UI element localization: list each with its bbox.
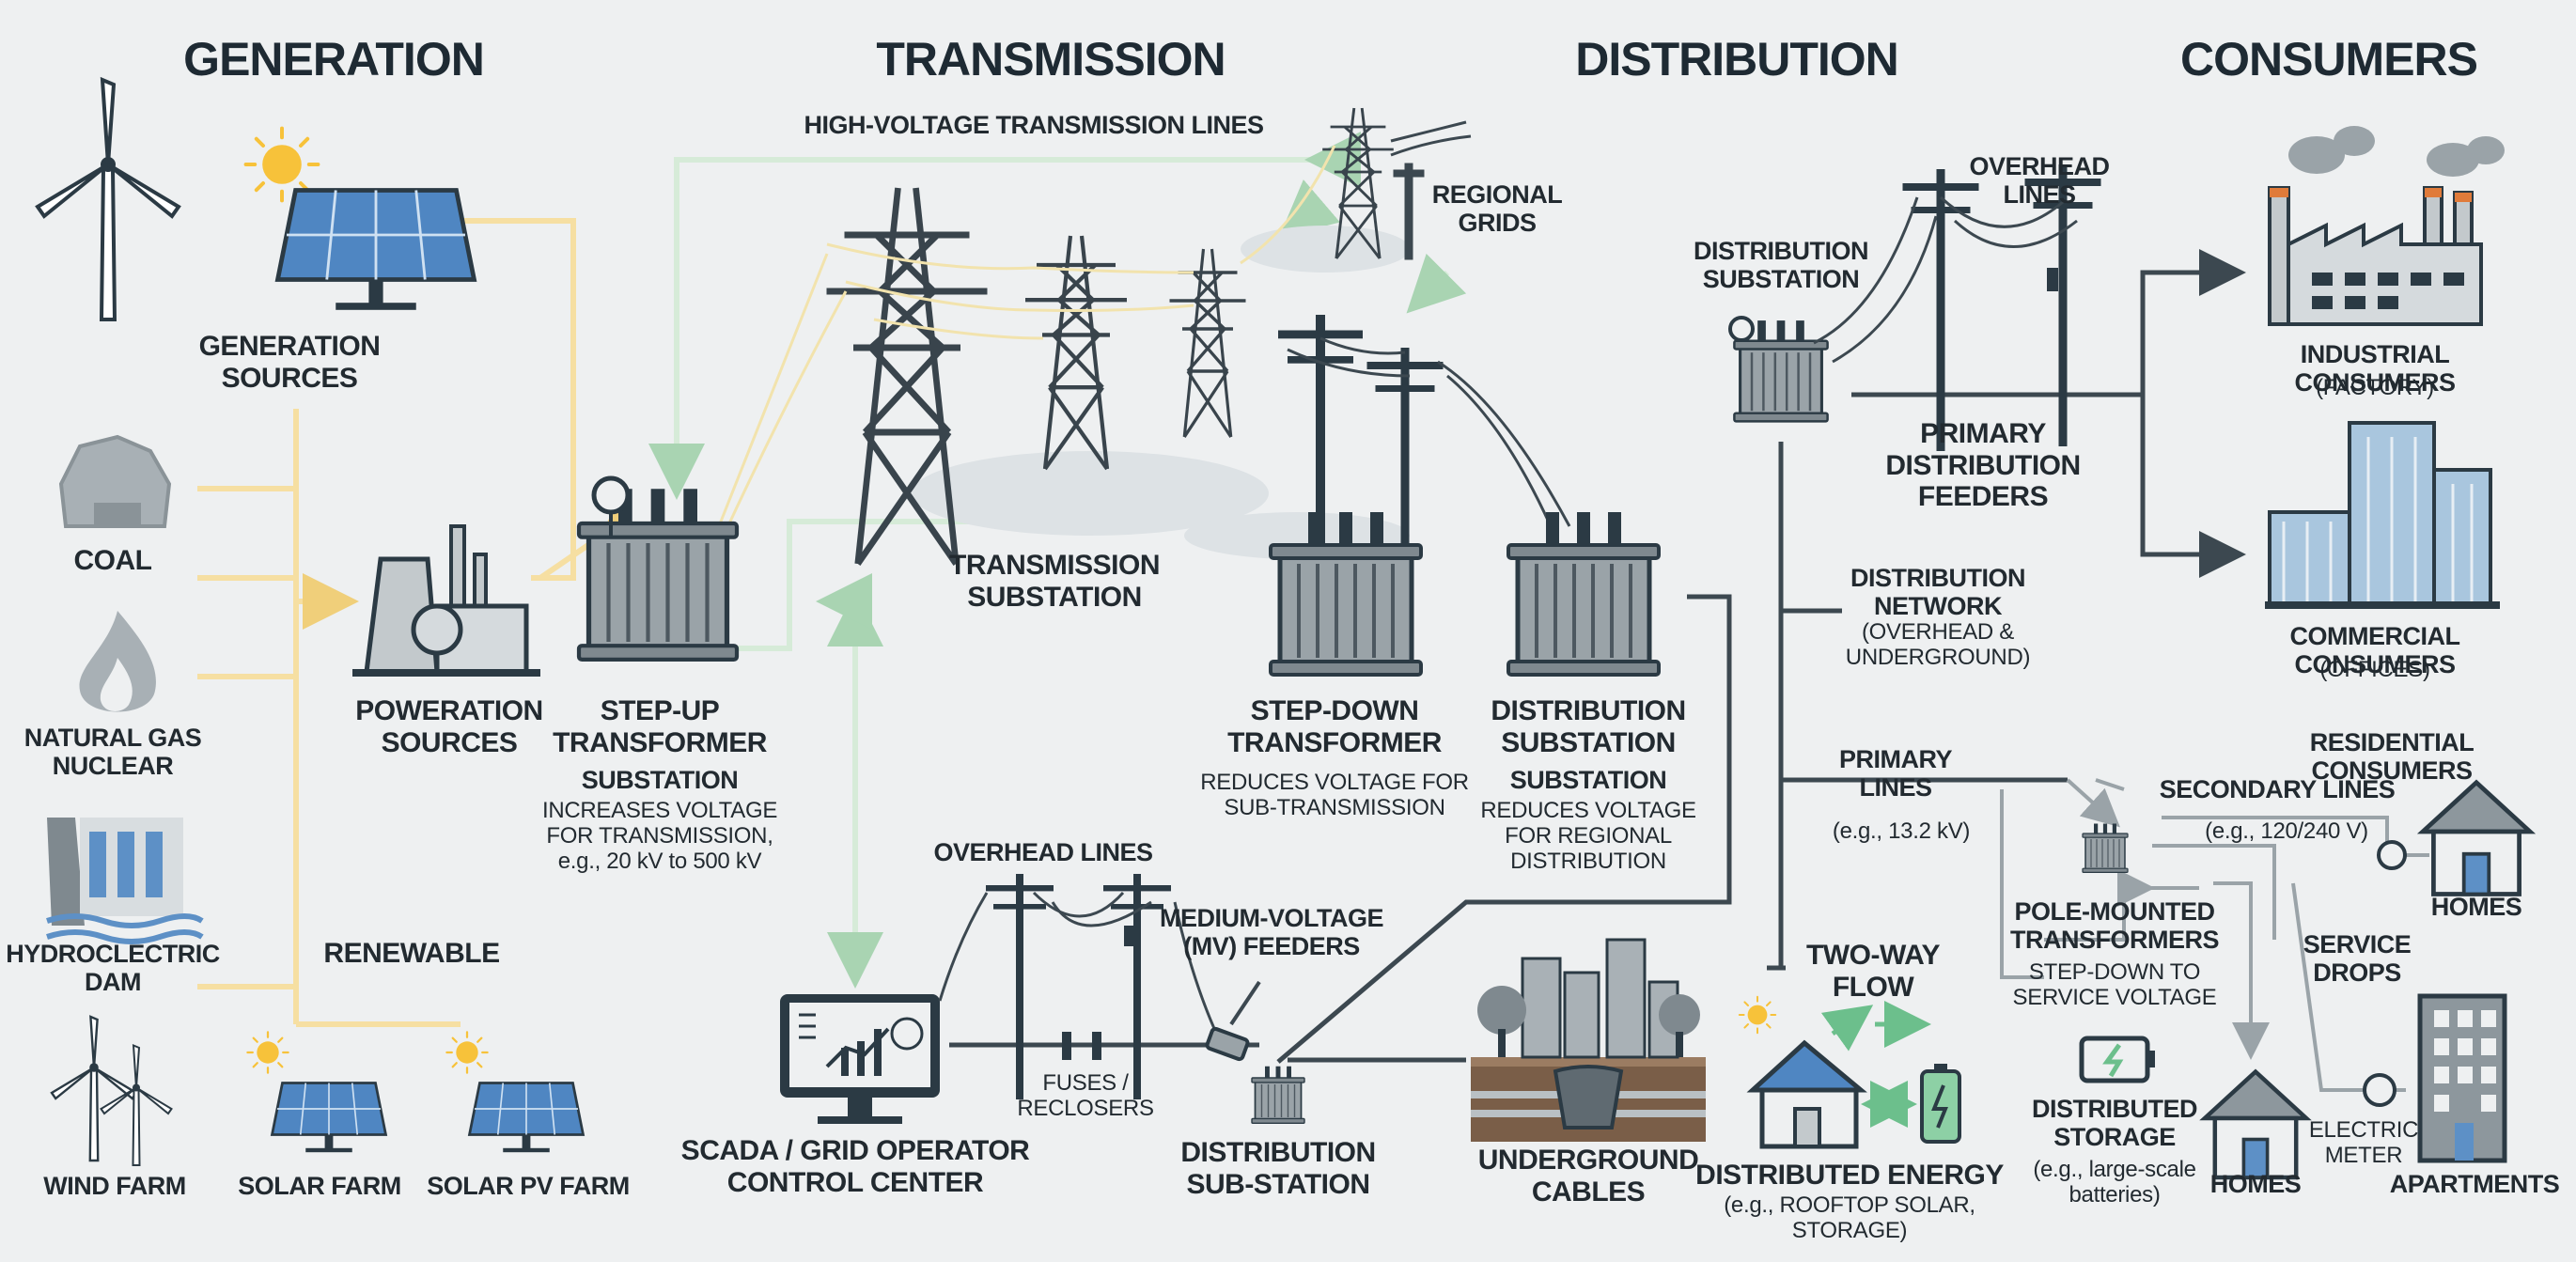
label-solar-pv-farm: SOLAR PV FARM bbox=[427, 1172, 630, 1200]
label-solar-farm: SOLAR FARM bbox=[238, 1172, 401, 1200]
label-step-down-desc: REDUCES VOLTAGE FOR SUB-TRANSMISSION bbox=[1200, 770, 1469, 820]
overhead-wires-top bbox=[1813, 195, 2078, 364]
distribution-main-lines bbox=[949, 249, 2246, 1064]
label-distribution-network-desc: (OVERHEAD & UNDERGROUND) bbox=[1845, 619, 2031, 670]
label-two-way-flow: TWO-WAY FLOW bbox=[1805, 940, 1941, 1003]
regional-lines bbox=[1390, 120, 1472, 260]
battery-icon bbox=[2079, 1036, 2155, 1083]
generation-flow-lines bbox=[197, 218, 644, 1027]
label-step-up-transformer: STEP-UP TRANSFORMER bbox=[553, 695, 767, 758]
label-high-voltage-lines: HIGH-VOLTAGE TRANSMISSION LINES bbox=[804, 111, 1264, 139]
label-coal: COAL bbox=[73, 545, 153, 576]
apartments-icon bbox=[2417, 993, 2507, 1163]
label-distributed-storage-desc: (e.g., large-scale batteries) bbox=[2033, 1157, 2196, 1207]
label-scada: SCADA / GRID OPERATOR CONTROL CENTER bbox=[680, 1135, 1030, 1198]
label-step-up-desc: INCREASES VOLTAGE FOR TRANSMISSION, e.g.… bbox=[541, 798, 778, 874]
label-distribution-substation-desc: REDUCES VOLTAGE FOR REGIONAL DISTRIBUTIO… bbox=[1480, 798, 1696, 874]
two-way-flow-arrows bbox=[1820, 1001, 1931, 1128]
label-distributed-energy: DISTRIBUTED ENERGY bbox=[1695, 1160, 2004, 1191]
label-pole-mounted-desc: STEP-DOWN TO SERVICE VOLTAGE bbox=[2012, 959, 2217, 1010]
label-hydroelectric-dam: HYDROCLECTRIC DAM bbox=[6, 940, 220, 997]
label-distribution-substation: DISTRIBUTION SUBSTATION bbox=[1491, 695, 1686, 758]
office-buildings-icon bbox=[2265, 421, 2500, 609]
factory-icon bbox=[2268, 126, 2505, 326]
label-industrial-consumers: INDUSTRIAL CONSUMERS bbox=[2294, 340, 2456, 397]
label-step-down-transformer: STEP-DOWN TRANSFORMER bbox=[1227, 695, 1442, 758]
label-electric-meter: ELECTRIC METER bbox=[2308, 1117, 2419, 1168]
label-distributed-storage: DISTRIBUTED STORAGE bbox=[2032, 1095, 2198, 1152]
label-fuses-reclosers: FUSES / RECLOSERS bbox=[1017, 1070, 1154, 1121]
scada-monitor bbox=[780, 994, 940, 1124]
overhead-poles-bottom bbox=[986, 874, 1171, 1099]
label-generation-sources: GENERATION SOURCES bbox=[198, 331, 381, 394]
label-residential-consumers: RESIDENTIAL CONSUMERS bbox=[2309, 728, 2475, 786]
label-distribution-substation-sub: SUBSTATION bbox=[1509, 766, 1667, 794]
distribution-substation-top bbox=[1728, 316, 1830, 423]
label-pole-mounted-transformers: POLE-MOUNTED TRANSFORMERS bbox=[2010, 897, 2220, 955]
underground-city-icon bbox=[1471, 938, 1706, 1142]
transmission-wires bbox=[717, 145, 1336, 537]
label-homes-right: HOMES bbox=[2430, 893, 2522, 921]
label-primary-lines: PRIMARY LINES bbox=[1838, 745, 1953, 802]
dam-icon bbox=[46, 818, 204, 944]
electric-meter-icons bbox=[2363, 840, 2407, 1107]
label-commercial-desc: (OFFICES) bbox=[2319, 657, 2430, 682]
overhead-poles-top bbox=[1902, 164, 2101, 451]
label-service-drops: SERVICE DROPS bbox=[2303, 930, 2412, 988]
label-renewable: RENEWABLE bbox=[323, 938, 500, 969]
header-generation: GENERATION bbox=[183, 33, 485, 86]
header-distribution: DISTRIBUTION bbox=[1575, 33, 1899, 86]
label-poweration-sources: POWERATION SOURCES bbox=[355, 695, 543, 758]
label-natural-gas-nuclear: NATURAL GAS NUCLEAR bbox=[23, 724, 202, 781]
label-apartments: APARTMENTS bbox=[2389, 1170, 2560, 1198]
mv-feeder-device bbox=[1205, 1026, 1250, 1062]
coal-icon bbox=[58, 434, 172, 528]
flame-icon bbox=[79, 611, 156, 712]
fuse-recloser-icons bbox=[1062, 1032, 1101, 1060]
step-up-transformer bbox=[579, 475, 737, 660]
label-wind-farm: WIND FARM bbox=[43, 1172, 186, 1200]
label-distribution-substation-top: DISTRIBUTION SUBSTATION bbox=[1694, 237, 1869, 294]
label-secondary-lines: SECONDARY LINES bbox=[2159, 775, 2396, 803]
label-commercial-consumers: COMMERCIAL CONSUMERS bbox=[2289, 622, 2460, 679]
header-transmission: TRANSMISSION bbox=[876, 33, 1226, 86]
label-primary-distribution-feeders: PRIMARY DISTRIBUTION FEEDERS bbox=[1885, 418, 2081, 513]
power-plant-icon bbox=[352, 524, 540, 677]
label-industrial-desc: (FACTORY) bbox=[2316, 375, 2434, 400]
distribution-service-lines bbox=[2000, 778, 2429, 1092]
label-regional-grids: REGIONAL GRIDS bbox=[1431, 180, 1563, 238]
label-primary-lines-kv: (e.g., 13.2 kV) bbox=[1832, 818, 1971, 844]
distributed-energy-icon bbox=[1738, 995, 1961, 1149]
label-transmission-substation: TRANSMISSION SUBSTATION bbox=[948, 550, 1161, 613]
mv-feeder-pointer bbox=[1229, 980, 1261, 1026]
step-down-wires bbox=[1287, 336, 1571, 527]
header-consumers: CONSUMERS bbox=[2179, 33, 2478, 86]
label-underground-cables: UNDERGROUND CABLES bbox=[1477, 1145, 1699, 1207]
label-distribution-sub-station: DISTRIBUTION SUB-STATION bbox=[1180, 1137, 1376, 1200]
label-distributed-energy-desc: (e.g., ROOFTOP SOLAR, STORAGE) bbox=[1724, 1192, 1975, 1243]
label-homes-bottom: HOMES bbox=[2209, 1170, 2302, 1198]
label-secondary-lines-voltage: (e.g., 120/240 V) bbox=[2205, 818, 2368, 844]
label-step-up-substation: SUBSTATION bbox=[581, 766, 739, 794]
label-mv-feeders: MEDIUM-VOLTAGE (MV) FEEDERS bbox=[1160, 904, 1383, 961]
label-distribution-network: DISTRIBUTION NETWORK bbox=[1850, 564, 2026, 621]
label-overhead-lines-bottom: OVERHEAD LINES bbox=[933, 838, 1153, 866]
label-overhead-lines-top: OVERHEAD LINES bbox=[1969, 152, 2110, 210]
